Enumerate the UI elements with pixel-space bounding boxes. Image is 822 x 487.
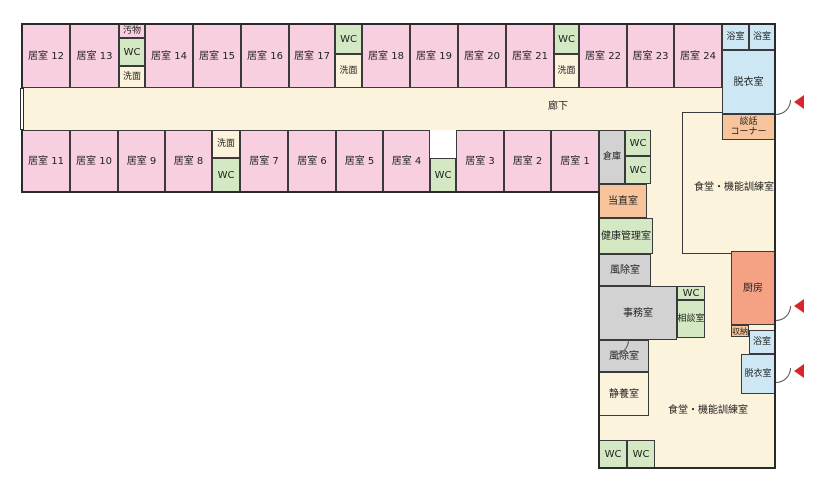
entrance-marker-2 <box>794 299 804 313</box>
room-21: 居室 21 <box>506 24 554 88</box>
room-11: 居室 11 <box>22 130 70 192</box>
closet: 収納 <box>731 325 749 337</box>
door-swing-kitchen <box>776 306 791 321</box>
wc-top-3: WC <box>554 24 579 54</box>
consult-room: 相談室 <box>677 300 705 338</box>
office-room: 事務室 <box>599 286 677 340</box>
room-19: 居室 19 <box>410 24 458 88</box>
room-4: 居室 4 <box>383 130 430 192</box>
bath-east: 浴室 <box>749 330 775 354</box>
bath-top-2: 浴室 <box>749 24 775 50</box>
wc-bottom-2: WC <box>430 158 456 192</box>
dining-training-label-1: 食堂・機能訓練室 <box>694 182 774 193</box>
wash-top-3: 洗面 <box>554 54 579 88</box>
west-window <box>20 88 24 130</box>
door-swing-east <box>776 368 791 383</box>
dining-training-label-2: 食堂・機能訓練室 <box>668 405 748 416</box>
room-9: 居室 9 <box>118 130 165 192</box>
room-20: 居室 20 <box>458 24 506 88</box>
room-3: 居室 3 <box>456 130 504 192</box>
room-12: 居室 12 <box>22 24 70 88</box>
chat-corner-label-1: 談話 <box>739 117 758 127</box>
room-17: 居室 17 <box>289 24 335 88</box>
room-18: 居室 18 <box>362 24 410 88</box>
room-16: 居室 16 <box>241 24 289 88</box>
room-2: 居室 2 <box>504 130 551 192</box>
soiled-room: 汚物 <box>119 24 145 38</box>
room-10: 居室 10 <box>70 130 118 192</box>
dressing-room-east: 脱衣室 <box>741 354 775 394</box>
corridor-label: 廊下 <box>548 101 568 112</box>
room-24: 居室 24 <box>674 24 722 88</box>
kitchen-room: 厨房 <box>731 251 775 325</box>
wc-bottom-1: WC <box>212 158 240 192</box>
duty-room: 当直室 <box>599 184 647 218</box>
room-15: 居室 15 <box>193 24 241 88</box>
wc-office: WC <box>677 286 705 300</box>
room-23: 居室 23 <box>627 24 674 88</box>
bath-top-1: 浴室 <box>722 24 749 50</box>
storage-room: 倉庫 <box>599 130 625 184</box>
dressing-room-top: 脱衣室 <box>722 50 775 114</box>
room-6: 居室 6 <box>288 130 336 192</box>
wc-east-2: WC <box>625 156 651 184</box>
room-1: 居室 1 <box>551 130 599 192</box>
room-7: 居室 7 <box>240 130 288 192</box>
wash-top-1: 洗面 <box>119 66 145 88</box>
room-14: 居室 14 <box>145 24 193 88</box>
room-5: 居室 5 <box>336 130 383 192</box>
wc-south-2: WC <box>627 440 655 468</box>
wash-bottom: 洗面 <box>212 130 240 158</box>
entrance-marker-3 <box>794 364 804 378</box>
wc-top-1: WC <box>119 38 145 66</box>
windbreak-room-1: 風除室 <box>599 254 651 286</box>
wc-east-1: WC <box>625 130 651 156</box>
outer-wall-inner-west <box>598 191 600 469</box>
door-swing-north-east <box>776 100 791 115</box>
health-room: 健康管理室 <box>599 218 653 254</box>
wc-south-1: WC <box>599 440 627 468</box>
outer-wall-north <box>21 23 776 25</box>
entrance-marker-1 <box>794 95 804 109</box>
outer-wall-south <box>598 467 776 469</box>
chat-corner-label-2: コーナー <box>730 127 767 137</box>
wash-top-2: 洗面 <box>335 54 362 88</box>
outer-wall-south-west <box>21 191 600 193</box>
quiet-room: 静養室 <box>599 372 649 416</box>
wc-top-2: WC <box>335 24 362 54</box>
room-22: 居室 22 <box>579 24 627 88</box>
room-8: 居室 8 <box>165 130 212 192</box>
room-13: 居室 13 <box>70 24 119 88</box>
outer-wall-east <box>774 23 776 469</box>
chat-corner: 談話 コーナー <box>722 114 775 140</box>
